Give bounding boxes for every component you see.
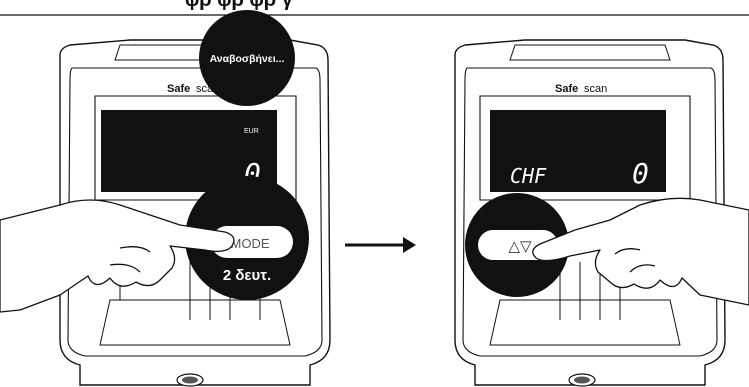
blinking-callout-label: Αναβοσβήνει... (210, 53, 285, 65)
right-lcd-value: 0 (632, 157, 649, 190)
right-device (454, 39, 726, 387)
header-title: φρ φρ φρ γ (185, 0, 294, 11)
hold-duration-label: 2 δευτ. (223, 267, 271, 284)
mode-button[interactable] (211, 226, 293, 258)
blinking-callout: Αναβοσβήνει... (199, 10, 295, 106)
right-brand-light: scan (584, 83, 607, 95)
left-lcd-currency: EUR (244, 128, 259, 135)
mode-button-label: MODE (231, 236, 270, 251)
right-lcd-currency: CHF (510, 164, 547, 188)
right-lcd-display (490, 110, 666, 192)
right-hand (532, 197, 749, 306)
left-hand (0, 199, 235, 313)
mode-zoom-callout: MODE 2 δευτ. (185, 176, 309, 300)
transition-arrow (345, 237, 416, 253)
nav-arrows-icon: △▽ (508, 238, 532, 255)
left-brand-bold: Safe (167, 83, 190, 95)
right-brand-bold: Safe (555, 83, 578, 95)
